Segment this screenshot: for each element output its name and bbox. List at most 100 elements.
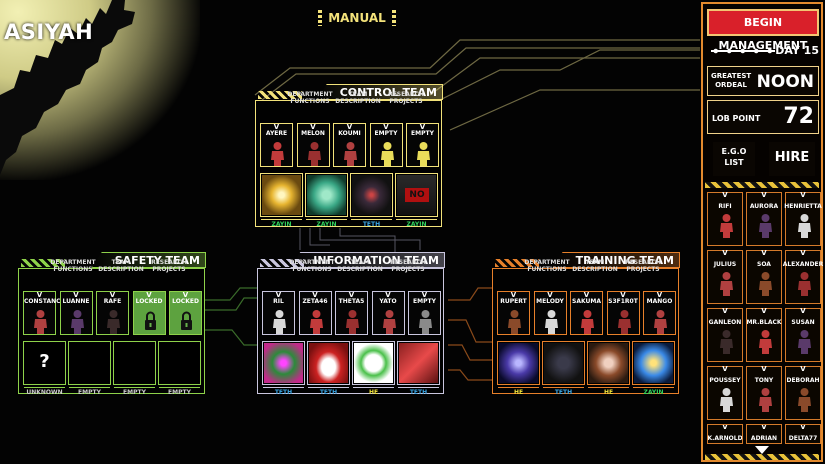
- control-agent-v-marker: V: [346, 123, 353, 131]
- control-agent-name: KOUMI: [338, 130, 361, 137]
- information-abnormality-slot[interactable]: TETH: [307, 341, 350, 396]
- training-abnormality-slot[interactable]: ZAYIN: [632, 341, 675, 396]
- employee-name: ALEXANDER: [782, 261, 824, 268]
- safety-description-button[interactable]: TEAM DESCRIPTION: [98, 259, 144, 273]
- training-abnormality-slot[interactable]: HE: [587, 341, 630, 396]
- hazard-stripe-bottom: [705, 454, 819, 460]
- control-abnormality-risk: TETH: [351, 219, 392, 228]
- empty-icon: [70, 343, 109, 383]
- safety-abnormality-slot[interactable]: EMPTY: [113, 341, 156, 396]
- employee-avatar: [796, 213, 813, 241]
- lob-point-label: LOB POINT: [712, 114, 761, 123]
- empty-agent-icon: [417, 309, 434, 334]
- training-team-tab[interactable]: TRAINING TEAM: [552, 252, 680, 268]
- hire-button[interactable]: HIRE: [769, 142, 815, 176]
- training-description-button[interactable]: TEAM DESCRIPTION: [572, 259, 618, 273]
- control-agent-v-marker: V: [273, 123, 280, 131]
- employee-name: HENRIETTA: [784, 203, 822, 210]
- control-functions-button[interactable]: DEPARTMENT FUNCTIONS: [287, 91, 333, 105]
- control-abnormality-slot[interactable]: ZAYIN: [305, 173, 348, 228]
- ego-list-button[interactable]: E.G.O LIST: [713, 142, 755, 176]
- information-functions-button[interactable]: DEPARTMENT FUNCTIONS: [289, 259, 335, 273]
- empty-agent-icon: [379, 141, 396, 166]
- information-abnormality-slot[interactable]: HE: [352, 341, 395, 396]
- safety-research-button[interactable]: RESEARCH PROJECTS: [151, 259, 187, 273]
- flower-wreath-icon: [354, 343, 393, 383]
- safety-abnormality-slot[interactable]: ?UNKNOWN: [23, 341, 66, 396]
- agent-avatar: [269, 141, 286, 166]
- agent-avatar: [271, 309, 288, 334]
- lock-icon: [142, 309, 159, 334]
- safety-abnormality-slot[interactable]: EMPTY: [68, 341, 111, 396]
- training-functions-button[interactable]: DEPARTMENT FUNCTIONS: [524, 259, 570, 273]
- control-abnormality-slot[interactable]: TETH: [350, 173, 393, 228]
- training-abnormality-risk: HE: [588, 387, 629, 396]
- control-research-button[interactable]: RESEARCH PROJECTS: [388, 91, 424, 105]
- information-agent-name: ZETA46: [302, 298, 328, 305]
- control-agent-v-marker: V: [419, 123, 426, 131]
- training-abnormality-slot[interactable]: HE: [497, 341, 540, 396]
- information-agent-v-marker: V: [275, 291, 282, 299]
- information-abnormality-slot[interactable]: TETH: [397, 341, 440, 396]
- control-team-tab[interactable]: CONTROL TEAM: [316, 84, 443, 100]
- bloody-bathtub-icon: [309, 343, 348, 383]
- control-abnormality-risk: ZAYIN: [261, 219, 302, 228]
- employee-name: TONY: [754, 377, 774, 384]
- information-abnormality-slot[interactable]: TETH: [262, 341, 305, 396]
- training-abnormality-slot[interactable]: TETH: [542, 341, 585, 396]
- manual-button[interactable]: MANUAL: [318, 8, 396, 28]
- safety-functions-button[interactable]: DEPARTMENT FUNCTIONS: [50, 259, 96, 273]
- facility-title: ASIYAH: [4, 20, 94, 44]
- scroll-down-arrow-icon[interactable]: [755, 446, 769, 454]
- red-book-icon: [399, 343, 438, 383]
- control-description-button[interactable]: TEAM DESCRIPTION: [335, 91, 381, 105]
- employee-name: DELTA77: [788, 435, 818, 442]
- agent-avatar: [543, 309, 560, 334]
- control-abnormality-slot[interactable]: ZAYIN: [260, 173, 303, 228]
- begin-management-button[interactable]: BEGIN MANAGEMENT: [707, 9, 819, 52]
- training-research-button[interactable]: RESEARCH PROJECTS: [625, 259, 661, 273]
- information-team-tab[interactable]: INFORMATION TEAM: [290, 252, 445, 268]
- information-research-button[interactable]: RESEARCH PROJECTS: [390, 259, 426, 273]
- safety-abnormality-slot[interactable]: EMPTY: [158, 341, 201, 396]
- safety-team-tab[interactable]: SAFETY TEAM: [91, 252, 206, 268]
- information-description-button[interactable]: TEAM DESCRIPTION: [337, 259, 383, 273]
